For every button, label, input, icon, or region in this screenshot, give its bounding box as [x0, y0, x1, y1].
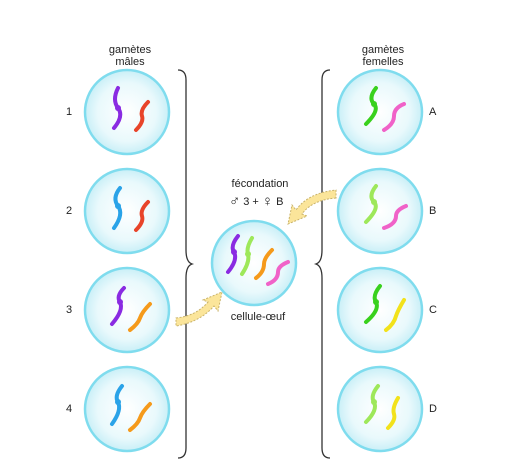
- female-symbol-icon: ♀: [261, 193, 274, 210]
- male-gamete-label-2: 2: [66, 205, 73, 217]
- male-gamete-label-4: 4: [66, 403, 73, 415]
- female-title-line1: gamètes: [361, 44, 405, 56]
- arrow-female-to-egg: [287, 189, 337, 225]
- chromosome-red: [134, 200, 150, 232]
- chromosome-pink: [382, 204, 408, 230]
- formula-plus: +: [252, 195, 259, 208]
- fecondation-label: fécondation: [231, 178, 289, 190]
- female-gamete-cell-c: [336, 266, 424, 354]
- male-title-line1: gamètes: [108, 44, 152, 56]
- formula-female-letter: B: [276, 195, 284, 208]
- male-gamete-label-1: 1: [66, 106, 73, 118]
- egg-cell-label: cellule-œuf: [230, 311, 286, 323]
- female-title-line2: femelles: [362, 56, 404, 68]
- male-gamete-cell-3: [83, 266, 171, 354]
- egg-cell: [210, 219, 298, 307]
- female-gametes-title: gamètes femelles: [338, 44, 428, 68]
- chromosome-yellow: [384, 298, 406, 332]
- fecondation-formula: ♂ 3 + ♀ B: [229, 193, 283, 210]
- female-gamete-cell-b: [336, 167, 424, 255]
- male-gamete-label-3: 3: [66, 304, 73, 316]
- male-gamete-cell-2: [83, 167, 171, 255]
- left-bracket: [177, 69, 195, 459]
- formula-male-number: 3: [243, 195, 250, 208]
- male-gametes-title: gamètes mâles: [85, 44, 175, 68]
- male-gamete-cell-4: [83, 365, 171, 453]
- female-gamete-cell-a: [336, 68, 424, 156]
- male-title-line2: mâles: [115, 56, 145, 68]
- female-gamete-cell-d: [336, 365, 424, 453]
- chromosome-yellow: [386, 396, 400, 430]
- arrow-male-to-egg: [175, 291, 223, 327]
- chromosome-pink: [266, 260, 290, 286]
- female-gamete-label-b: B: [429, 205, 437, 217]
- female-gamete-label-a: A: [429, 106, 437, 118]
- chromosome-red: [134, 100, 150, 132]
- right-bracket: [313, 69, 331, 459]
- male-gamete-cell-1: [83, 68, 171, 156]
- female-gamete-label-c: C: [429, 304, 437, 316]
- chromosome-orange: [254, 248, 274, 280]
- female-gamete-label-d: D: [429, 403, 437, 415]
- chromosome-pink: [382, 102, 406, 132]
- chromosome-orange: [128, 402, 152, 432]
- chromosome-orange: [128, 302, 152, 332]
- male-symbol-icon: ♂: [229, 193, 241, 210]
